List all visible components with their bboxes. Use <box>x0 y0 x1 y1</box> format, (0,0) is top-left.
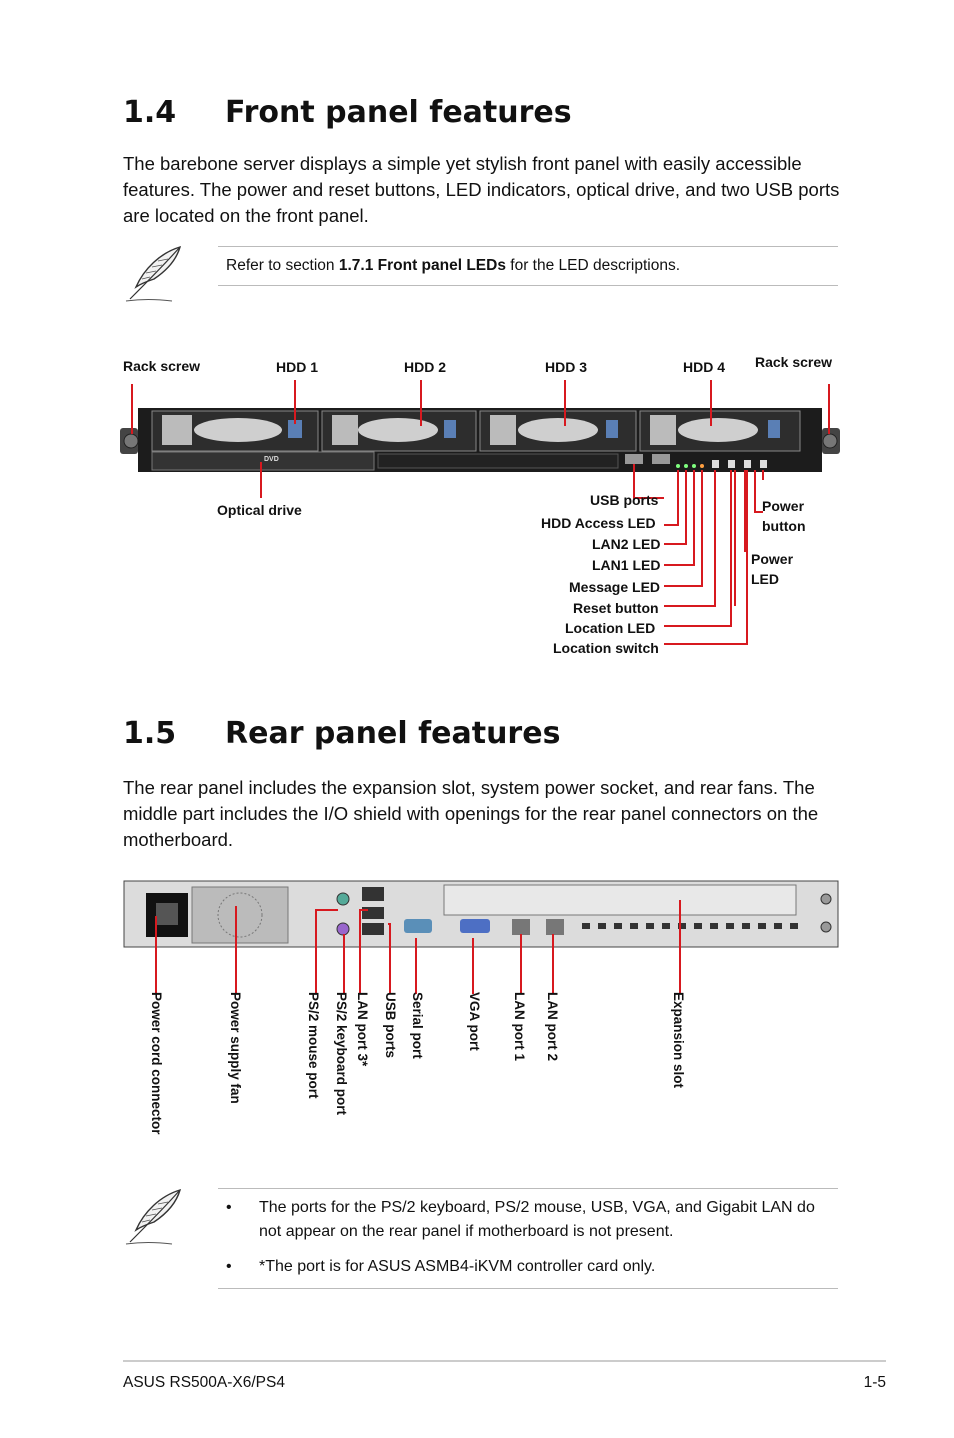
label-lan-port-1: LAN port 1 <box>512 992 527 1061</box>
rear-panel-diagram <box>123 880 839 948</box>
bullet-text: *The port is for ASUS ASMB4-iKVM control… <box>259 1258 656 1275</box>
note-bullet: • The ports for the PS/2 keyboard, PS/2 … <box>226 1196 838 1244</box>
lan3-port-icon <box>362 887 384 901</box>
label-lan-port-3: LAN port 3* <box>355 992 370 1067</box>
label-hdd2: HDD 2 <box>404 359 447 375</box>
label-hdd-access-led: HDD Access LED <box>541 515 656 531</box>
label-ps2-keyboard-port: PS/2 keyboard port <box>334 992 349 1116</box>
label-location-led: Location LED <box>565 620 656 636</box>
label-rack-screw-left: Rack screw <box>123 358 201 374</box>
label-expansion-slot: Expansion slot <box>671 992 686 1089</box>
section-heading-1-4: 1.4 Front panel features <box>123 95 572 130</box>
section-number: 1.4 <box>123 95 177 130</box>
label-usb-ports: USB ports <box>590 492 659 508</box>
bullet-text: The ports for the PS/2 keyboard, PS/2 mo… <box>259 1199 815 1240</box>
front-callouts <box>131 380 830 645</box>
usb-port-2 <box>652 454 670 464</box>
rear-vent-holes <box>582 923 798 929</box>
bullet-dot: • <box>226 1258 232 1275</box>
psu-fan-grille <box>191 886 289 944</box>
label-optical-drive: Optical drive <box>217 502 302 518</box>
note2-rule-top <box>218 1188 838 1189</box>
section-body: The rear panel includes the expansion sl… <box>123 777 819 850</box>
label-lan2-led: LAN2 LED <box>592 536 661 552</box>
note2-rule-bottom <box>218 1288 838 1289</box>
led-indicators <box>676 460 767 468</box>
feather-pen-icon <box>125 245 182 302</box>
label-power-cord-connector: Power cord connector <box>149 992 164 1135</box>
section-body: The barebone server displays a simple ye… <box>123 153 840 226</box>
label-lan-port-2: LAN port 2 <box>545 992 560 1061</box>
label-location-switch: Location switch <box>553 640 659 656</box>
expansion-slot-cover <box>443 884 797 916</box>
note-bullet: • *The port is for ASUS ASMB4-iKVM contr… <box>226 1255 838 1279</box>
lan2-port-icon <box>546 919 564 935</box>
section-title: Rear panel features <box>225 716 561 751</box>
label-power-supply-fan: Power supply fan <box>228 992 243 1104</box>
section-number: 1.5 <box>123 716 177 751</box>
vent-grille <box>377 453 619 469</box>
serial-port-icon <box>404 919 432 933</box>
label-message-led: Message LED <box>569 579 661 595</box>
bullet-dot: • <box>226 1199 232 1216</box>
label-hdd1: HDD 1 <box>276 359 319 375</box>
note-suffix: for the LED descriptions. <box>505 257 680 274</box>
label-lan1-led: LAN1 LED <box>592 557 661 573</box>
usb-port-1 <box>625 454 643 464</box>
power-callouts <box>734 470 763 606</box>
label-power-button-line2: button <box>762 518 806 534</box>
hdd-bays <box>151 410 801 452</box>
note-rule-bottom <box>218 285 838 286</box>
rear-callouts <box>155 900 681 994</box>
feather-pen-icon <box>125 1188 182 1245</box>
vga-port-icon <box>460 919 490 933</box>
label-vga-port: VGA port <box>467 992 482 1051</box>
section-heading-1-5: 1.5 Rear panel features <box>123 716 560 751</box>
label-usb-ports-rear: USB ports <box>383 992 398 1059</box>
label-power-led-line2: LED <box>751 571 779 587</box>
front-panel-diagram: DVD <box>120 380 840 645</box>
footer-rule <box>123 1360 886 1362</box>
ps2-mouse-icon <box>336 892 350 906</box>
rack-screw-right-icon <box>822 433 838 449</box>
label-rack-screw-right: Rack screw <box>755 354 833 370</box>
lan1-port-icon <box>512 919 530 935</box>
dvd-logo: DVD <box>264 456 279 463</box>
label-power-led-line1: Power <box>751 551 794 567</box>
usb-port-lower-icon <box>362 923 384 935</box>
optical-drive-tray <box>151 451 375 471</box>
label-power-button-line1: Power <box>762 498 805 514</box>
rack-screw-left-icon <box>123 433 139 449</box>
note-rule-top <box>218 246 838 247</box>
label-reset-button: Reset button <box>573 600 659 616</box>
footer-product-name: ASUS RS500A-X6/PS4 <box>123 1374 285 1391</box>
label-serial-port: Serial port <box>410 992 425 1059</box>
label-hdd3: HDD 3 <box>545 359 588 375</box>
note-link-text: 1.7.1 Front panel LEDs <box>338 257 506 274</box>
note-prefix: Refer to section <box>226 257 339 274</box>
section-title: Front panel features <box>225 95 572 130</box>
footer-page-number: 1-5 <box>863 1374 886 1391</box>
note-refer-text: Refer to section 1.7.1 Front panel LEDs … <box>226 257 680 275</box>
label-hdd4: HDD 4 <box>683 359 726 375</box>
label-ps2-mouse-port: PS/2 mouse port <box>306 992 321 1099</box>
